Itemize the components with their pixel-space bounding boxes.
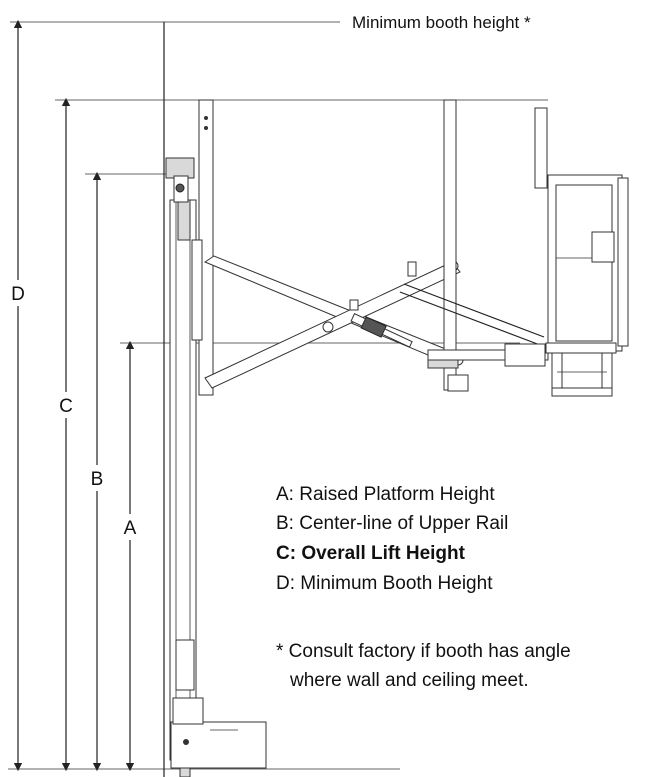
platform-post bbox=[443, 99, 457, 391]
motor-base bbox=[170, 721, 267, 769]
upper-rail-carriage bbox=[165, 157, 195, 179]
dimension-c-label: C bbox=[59, 396, 73, 417]
minimum-booth-height-note: Minimum booth height * bbox=[352, 13, 531, 32]
dimension-a-label: A bbox=[124, 518, 137, 539]
scissor-pivot bbox=[322, 321, 334, 333]
scissor-arm-lower bbox=[203, 255, 459, 366]
legend-a: A: Raised Platform Height bbox=[276, 484, 495, 505]
platform-step bbox=[551, 387, 613, 397]
legend-c: C: Overall Lift Height bbox=[276, 543, 466, 564]
platform-beam bbox=[427, 349, 549, 361]
hydraulic-damper bbox=[350, 313, 413, 348]
dimension-d-label: D bbox=[11, 284, 25, 305]
lift-mechanism bbox=[165, 99, 629, 777]
footnote-line-2: where wall and ceiling meet. bbox=[289, 670, 529, 691]
footnote: * Consult factory if booth has angle whe… bbox=[276, 641, 571, 691]
mast-cylinder bbox=[177, 199, 191, 241]
legend-b: B: Center-line of Upper Rail bbox=[276, 513, 508, 534]
dimension-b-label: B bbox=[91, 469, 104, 490]
footnote-line-1: * Consult factory if booth has angle bbox=[276, 641, 571, 662]
legend-d: D: Minimum Booth Height bbox=[276, 573, 493, 594]
reference-lines bbox=[8, 21, 548, 777]
front-guard-plate bbox=[534, 107, 548, 189]
legend: A: Raised Platform Height B: Center-line… bbox=[276, 484, 508, 594]
